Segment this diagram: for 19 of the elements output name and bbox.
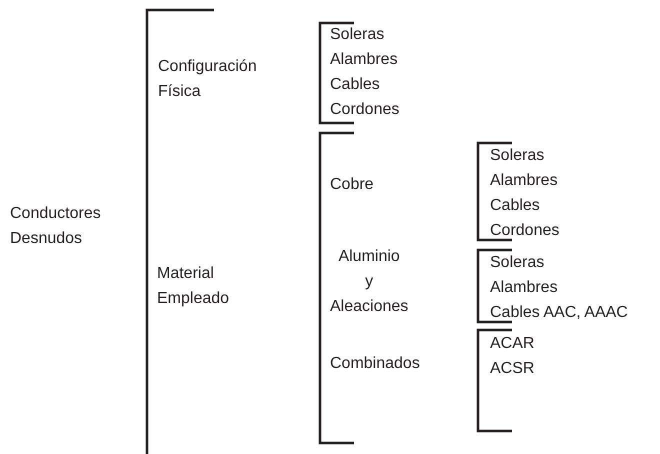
category-label: Soleras: [490, 253, 544, 272]
category-label: ACAR: [490, 334, 534, 353]
category-label: Soleras: [330, 25, 384, 44]
category-label: Cordones: [330, 100, 400, 119]
category-label: Configuración Física: [158, 54, 257, 104]
category-label: Soleras: [490, 146, 544, 165]
category-label: Combinados: [330, 354, 420, 373]
category-label: Alambres: [490, 171, 558, 190]
category-label: Alambres: [490, 278, 558, 297]
category-label: Material Empleado: [157, 261, 230, 311]
category-label: Cables: [490, 196, 540, 215]
category-label: Cables AAC, AAAC: [490, 303, 628, 322]
category-label: Aluminio y Aleaciones: [330, 244, 408, 319]
category-label: Cordones: [490, 221, 560, 240]
category-label: Cables: [330, 75, 380, 94]
category-label: Conductores Desnudos: [10, 201, 101, 251]
category-label: ACSR: [490, 359, 534, 378]
category-label: Cobre: [330, 175, 374, 194]
category-label: Alambres: [330, 50, 398, 69]
